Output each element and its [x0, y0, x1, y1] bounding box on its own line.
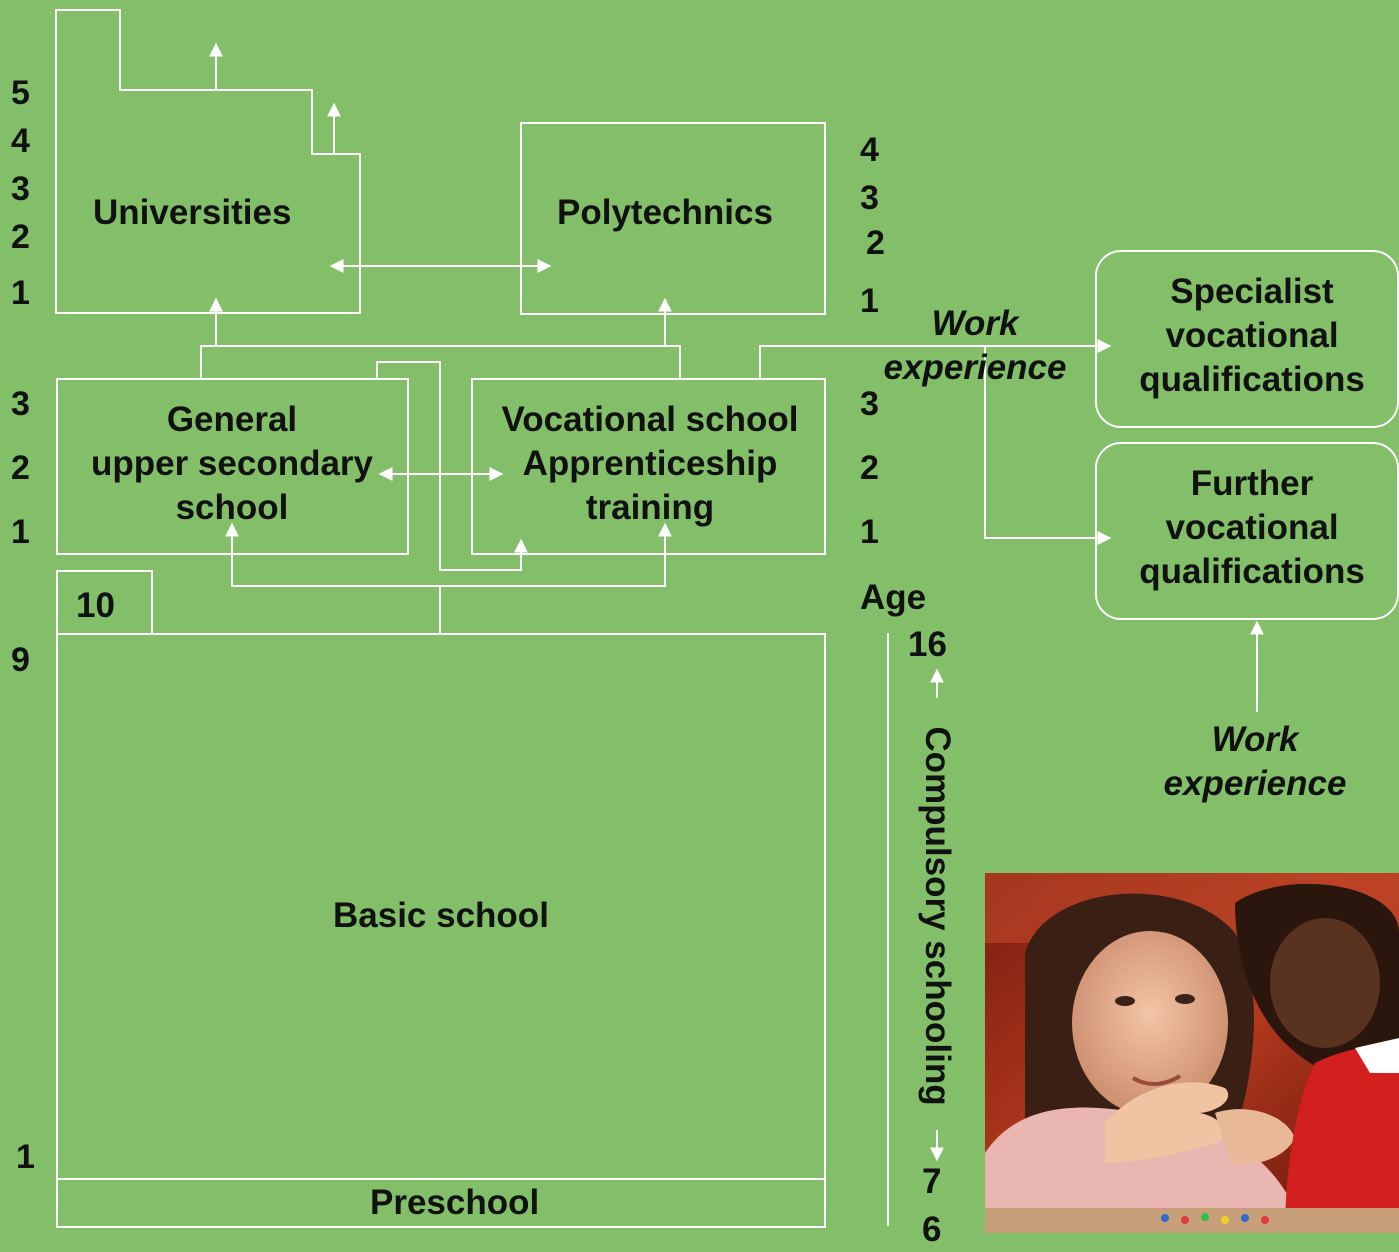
polytechnic-year-4: 4: [860, 131, 879, 169]
age-6-label: 6: [922, 1210, 942, 1249]
general-upper-secondary-box: [56, 378, 409, 555]
basic-year-1: 1: [16, 1138, 35, 1176]
polytechnic-year-2: 2: [866, 224, 885, 262]
work-experience-bottom-label: Work experience: [1163, 720, 1347, 803]
grade-10-label: 10: [76, 586, 115, 625]
secondary-right-year-1: 1: [860, 513, 879, 551]
general-upper-secondary-label: General upper secondary school: [90, 400, 374, 527]
specialist-vq-box: [1095, 250, 1399, 428]
further-vq-label: Further vocational qualifications: [1139, 464, 1365, 591]
polytechnics-label: Polytechnics: [557, 193, 773, 232]
work-experience-top-label: Work experience: [883, 304, 1067, 387]
polytechnic-year-3: 3: [860, 179, 879, 217]
specialist-vq-label: Specialist vocational qualifications: [1139, 272, 1365, 399]
secondary-left-year-1: 1: [11, 513, 30, 551]
basic-school-label: Basic school: [333, 896, 549, 935]
secondary-left-year-3: 3: [11, 385, 30, 423]
university-year-2: 2: [11, 218, 30, 256]
preschool-label: Preschool: [370, 1183, 540, 1222]
polytechnics-box: [520, 122, 826, 315]
age-16-label: 16: [908, 625, 947, 664]
preschool-box: [56, 1178, 826, 1228]
university-year-4: 4: [11, 122, 30, 160]
basic-year-9: 9: [11, 641, 30, 679]
secondary-right-year-2: 2: [860, 449, 879, 487]
age-label: Age: [860, 578, 927, 617]
secondary-right-year-3: 3: [860, 385, 879, 423]
university-year-5: 5: [11, 74, 30, 112]
secondary-left-year-2: 2: [11, 449, 30, 487]
university-year-1: 1: [11, 274, 30, 312]
teacher-child-photo: [985, 873, 1399, 1233]
vocational-school-box: [471, 378, 826, 555]
age-7-label: 7: [922, 1162, 942, 1201]
vocational-school-label: Vocational school Apprenticeship trainin…: [501, 400, 799, 527]
universities-label: Universities: [93, 193, 292, 232]
further-vq-box: [1095, 442, 1399, 620]
teacher-with-child-photo-icon: [985, 873, 1399, 1233]
polytechnic-year-1: 1: [860, 282, 879, 320]
compulsory-schooling-label: Compulsory schooling: [918, 726, 957, 1106]
university-year-3: 3: [11, 170, 30, 208]
